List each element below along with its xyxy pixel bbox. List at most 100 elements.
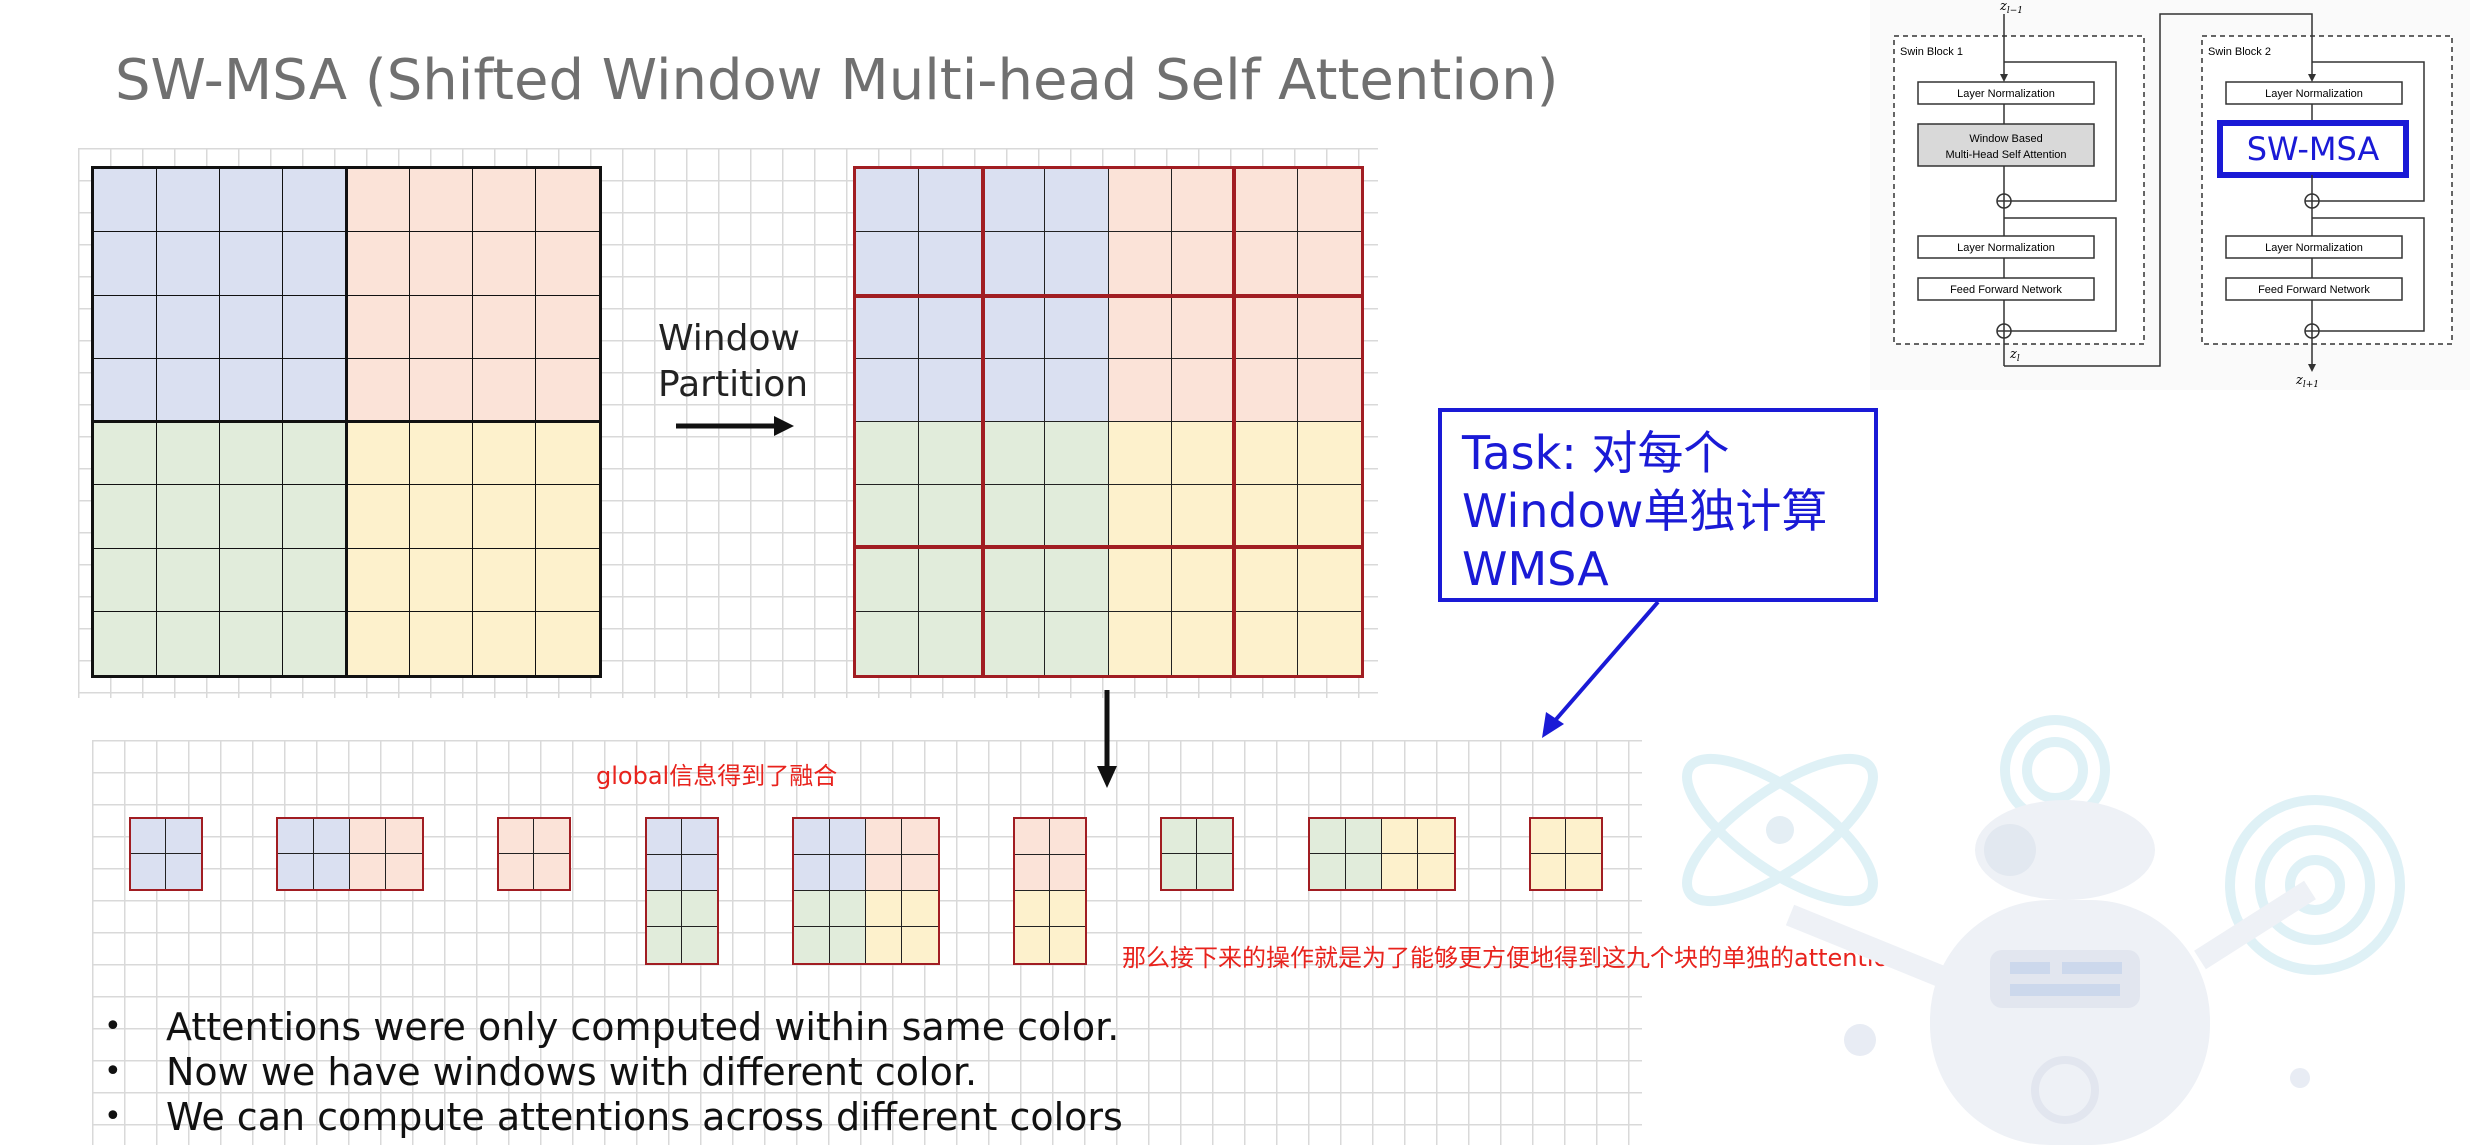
grid-cell: [856, 295, 920, 359]
piece-cell: [350, 854, 386, 889]
grid-cell: [409, 295, 473, 359]
callout-line-1: Task: 对每个: [1462, 426, 1730, 480]
grid-cell: [982, 548, 1046, 612]
bullet-dot-icon: •: [104, 1054, 122, 1089]
grid-cell: [535, 611, 599, 675]
grid-cell: [1045, 611, 1109, 675]
piece-cell: [350, 819, 386, 854]
callout-line-2: Window单独计算: [1462, 484, 1828, 538]
grid-cell: [1297, 485, 1361, 549]
block1-layernorm-1: Layer Normalization: [1957, 88, 2055, 100]
block2-title: Swin Block 2: [2208, 46, 2271, 58]
bullet-list: • Attentions were only computed within s…: [100, 1004, 1123, 1139]
quadrant-divider: [94, 420, 599, 423]
piece-cell: [794, 927, 830, 963]
grid-cell: [283, 232, 347, 296]
piece-cell: [1418, 819, 1454, 854]
grid-cell: [94, 295, 158, 359]
grid-cell: [1045, 548, 1109, 612]
grid-cell: [1108, 422, 1172, 486]
grid-cell: [472, 169, 536, 233]
grid-cell: [1297, 358, 1361, 422]
bullet-item: • Attentions were only computed within s…: [100, 1004, 1123, 1049]
piece-cell: [1015, 855, 1050, 891]
piece-cell: [1566, 854, 1601, 889]
piece-cell: [131, 854, 166, 889]
grid-cell: [283, 422, 347, 486]
grid-cell: [1171, 422, 1235, 486]
grid-cell: [346, 295, 410, 359]
grid-cell: [856, 358, 920, 422]
grid-cell: [283, 295, 347, 359]
grid-cell: [1297, 611, 1361, 675]
piece-cell: [794, 819, 830, 855]
grid-cell: [1234, 358, 1298, 422]
piece-cell: [830, 927, 866, 963]
grid-cell: [535, 295, 599, 359]
window-boundaries: [853, 166, 1364, 678]
grid-cell: [535, 548, 599, 612]
grid-cell: [1234, 232, 1298, 296]
grid-cell: [856, 169, 920, 233]
grid-cell: [220, 232, 284, 296]
piece-cell: [314, 854, 350, 889]
piece-cell: [278, 854, 314, 889]
grid-cell: [409, 422, 473, 486]
grid-cell: [472, 611, 536, 675]
grid-cell: [535, 358, 599, 422]
piece-cell: [1382, 819, 1418, 854]
block2-layernorm-2: Layer Normalization: [2265, 242, 2363, 254]
grid-cell: [157, 169, 221, 233]
piece-cell: [1310, 854, 1346, 889]
grid-cell: [472, 358, 536, 422]
piece-cell: [386, 854, 422, 889]
grid-cell: [1171, 548, 1235, 612]
grid-cell: [472, 295, 536, 359]
block2-output: zl+1: [2295, 373, 2319, 390]
piece-cell: [866, 891, 902, 927]
window-partition-label: Window Partition: [658, 316, 808, 408]
piece-cell: [166, 819, 201, 854]
grid-cell: [1108, 548, 1172, 612]
grid-cell: [283, 548, 347, 612]
grid-cell: [472, 422, 536, 486]
piece-cell: [647, 927, 682, 963]
grid-cell: [346, 485, 410, 549]
grid-cell: [94, 169, 158, 233]
piece-cell: [1162, 819, 1197, 854]
grid-cell: [1297, 169, 1361, 233]
bullet-text: Now we have windows with different color…: [166, 1049, 978, 1094]
piece-cell: [499, 819, 534, 854]
global-fusion-note: global信息得到了融合: [596, 762, 838, 790]
piece-cell: [902, 927, 938, 963]
piece-cell: [830, 855, 866, 891]
piece-cell: [866, 855, 902, 891]
grid-cell: [535, 169, 599, 233]
piece-cell: [902, 855, 938, 891]
grid-cell: [157, 611, 221, 675]
grid-cell: [283, 611, 347, 675]
arrow-label-line-1: Window: [658, 318, 800, 359]
piece-cell: [1050, 819, 1085, 855]
block1-title: Swin Block 1: [1900, 46, 1963, 58]
grid-cell: [94, 485, 158, 549]
grid-cell: [1171, 485, 1235, 549]
piece-cell: [131, 819, 166, 854]
window-piece: [129, 817, 203, 891]
grid-cell: [1297, 422, 1361, 486]
piece-cell: [830, 891, 866, 927]
grid-cell: [1045, 169, 1109, 233]
piece-cell: [1382, 854, 1418, 889]
piece-cell: [386, 819, 422, 854]
piece-cell: [534, 854, 569, 889]
piece-cell: [1531, 819, 1566, 854]
piece-cell: [534, 819, 569, 854]
grid-cell: [1234, 295, 1298, 359]
block1-layernorm-2: Layer Normalization: [1957, 242, 2055, 254]
grid-cell: [94, 422, 158, 486]
grid-cell: [1108, 611, 1172, 675]
piece-cell: [1197, 819, 1232, 854]
grid-cell: [856, 422, 920, 486]
piece-cell: [1015, 891, 1050, 927]
grid-cell: [1234, 422, 1298, 486]
